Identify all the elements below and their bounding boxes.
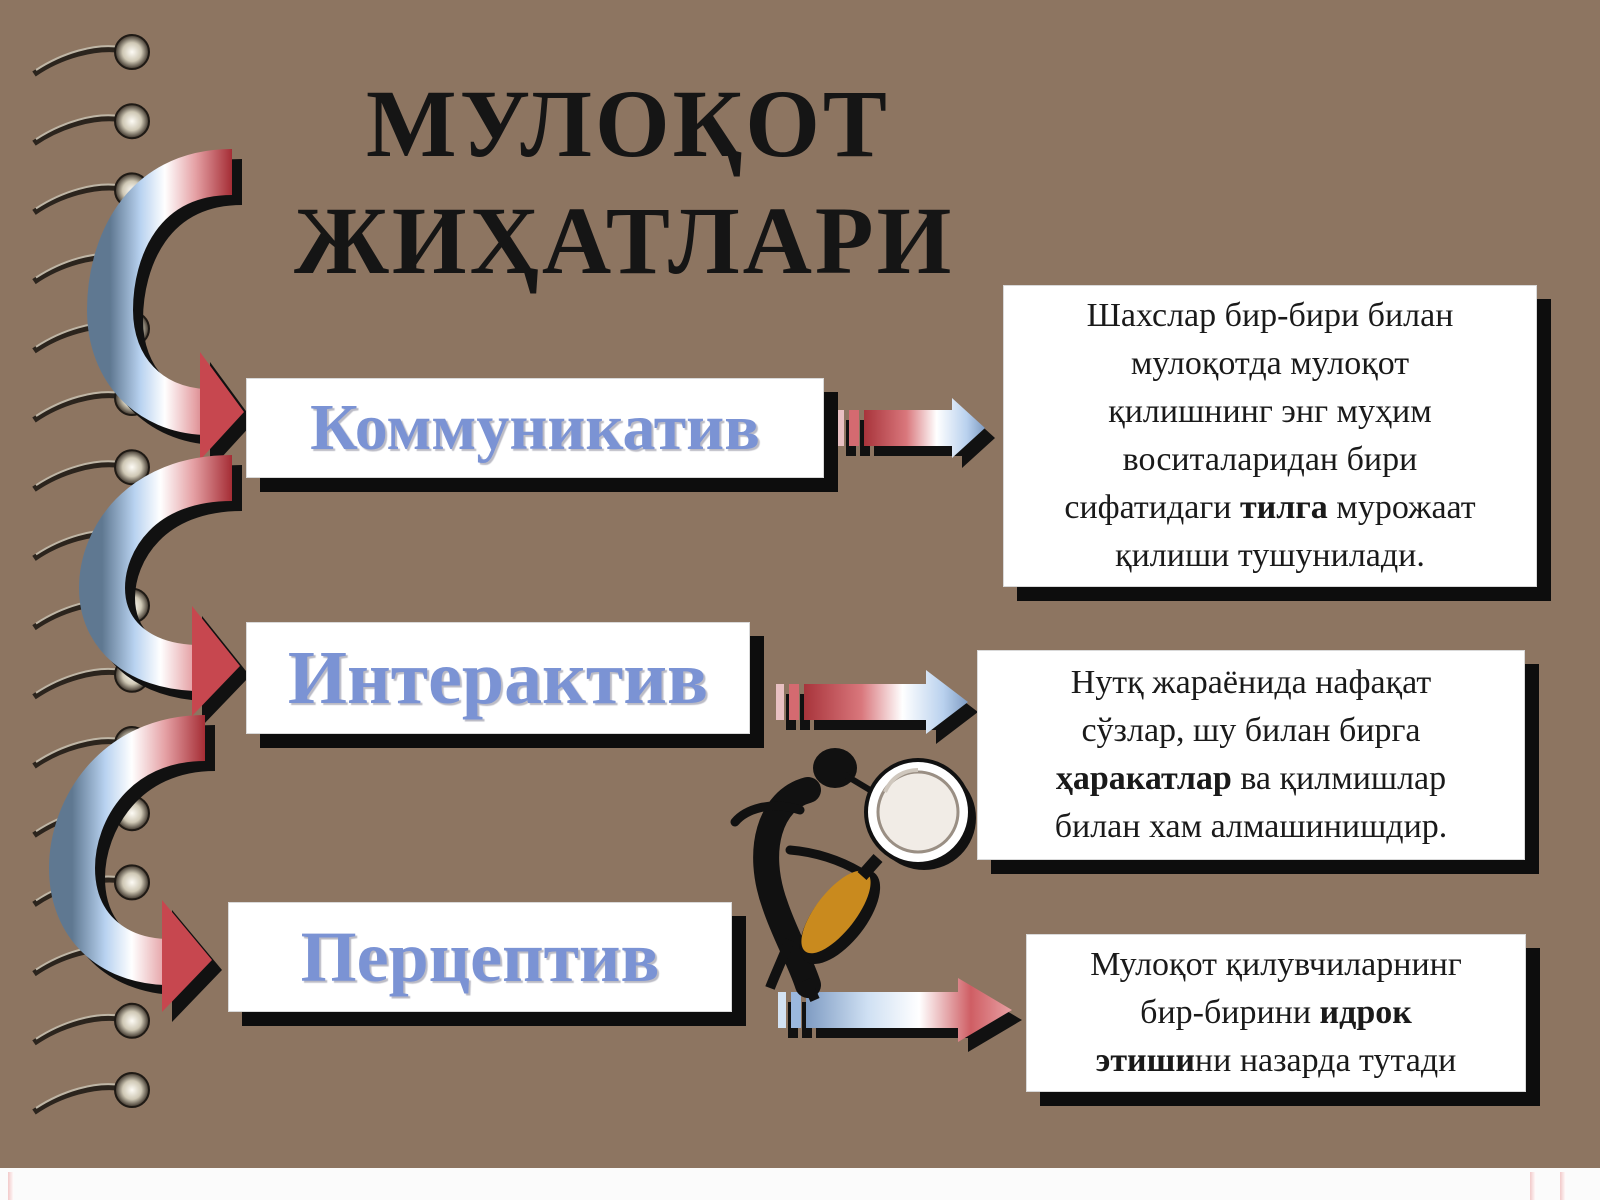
- binding-wire-highlight: [35, 1014, 121, 1040]
- binding-wire: [32, 669, 123, 700]
- slide: МУЛОҚОТ ЖИҲАТЛАРИ Коммуникатив Интеракти…: [0, 0, 1600, 1168]
- description-text: сифатидаги: [1064, 489, 1240, 526]
- slide-decorations: [32, 34, 1022, 1115]
- description-box-interactive: Нутқ жараёнида нафақат сўзлар, шу билан …: [977, 650, 1525, 860]
- binding-wire: [32, 1015, 123, 1046]
- description-text: бир-бирини: [1140, 994, 1320, 1031]
- binding-wire: [32, 184, 123, 215]
- binding-ring: [114, 1002, 150, 1039]
- description-line: Нутқ жараёнида нафақат: [1070, 664, 1432, 701]
- slide-title-line-1: МУЛОҚОТ: [366, 70, 890, 177]
- description-line: Шахслар бир-бири билан: [1086, 297, 1454, 334]
- aspect-box-perceptive: Перцептив: [228, 902, 732, 1012]
- description-text: ва қилмишлар: [1231, 760, 1447, 797]
- binding-wire-highlight: [35, 1083, 121, 1109]
- description-line: ҳаракатлар ва қилмишлар: [1056, 755, 1446, 803]
- bottom-strip: [0, 1168, 1600, 1200]
- description-box-communicative: Шахслар бир-бири билан мулоқотда мулоқот…: [1003, 285, 1537, 587]
- strip-tick: [8, 1172, 14, 1200]
- description-line: сифатидаги тилга мурожаат: [1064, 484, 1475, 532]
- binding-wire-highlight: [35, 114, 121, 141]
- magnifying-glass-figure-icon: [730, 748, 976, 1003]
- slide-title-line-2: ЖИҲАТЛАРИ: [294, 187, 955, 294]
- aspect-label: Интерактив: [287, 635, 709, 720]
- binding-wire: [32, 392, 123, 423]
- aspect-label: Перцептив: [300, 916, 660, 997]
- description-line: билан хам алмашинишдир.: [1054, 808, 1448, 845]
- description-line: қилишнинг энг муҳим: [1108, 393, 1432, 430]
- description-line: этишини назарда тутади: [1096, 1037, 1457, 1085]
- binding-ring: [114, 449, 150, 486]
- binding-wire: [32, 46, 123, 77]
- binding-ring: [114, 1072, 150, 1108]
- description-text: мурожаат: [1327, 489, 1476, 526]
- binding-ring: [114, 864, 150, 901]
- description-box-perceptive: Мулоқот қилувчиларнинг бир-бирини идрок …: [1026, 934, 1526, 1092]
- strip-tick: [1560, 1172, 1566, 1200]
- description-line: Мулоқот қилувчиларнинг: [1090, 946, 1462, 983]
- description-text: ни назарда тутади: [1194, 1042, 1457, 1079]
- description-emphasis: идрок: [1319, 994, 1412, 1031]
- binding-ring: [114, 103, 150, 140]
- binding-wire-highlight: [35, 668, 121, 694]
- description-line: қилиши тушунилади.: [1115, 537, 1425, 574]
- description-emphasis: тилга: [1239, 489, 1328, 526]
- aspect-box-communicative: Коммуникатив: [246, 378, 824, 478]
- aspect-box-interactive: Интерактив: [246, 622, 750, 734]
- binding-ring: [114, 34, 150, 70]
- binding-wire: [32, 738, 123, 769]
- description-emphasis: ҳаракатлар: [1055, 760, 1232, 797]
- binding-wire-highlight: [35, 183, 121, 210]
- description-line: сўзлар, шу билан бирга: [1081, 712, 1421, 749]
- binding-wire-highlight: [35, 460, 121, 487]
- binding-wire-highlight: [35, 391, 121, 417]
- straight-arrow-icon: [776, 398, 1022, 1052]
- aspect-label: Коммуникатив: [310, 391, 760, 464]
- binding-wire: [32, 461, 123, 492]
- binding-wire-highlight: [35, 737, 121, 763]
- description-line: бир-бирини идрок: [1140, 989, 1412, 1037]
- binding-wire: [32, 115, 123, 146]
- description-line: мулоқотда мулоқот: [1130, 345, 1410, 382]
- description-line: воситаларидан бири: [1122, 441, 1418, 478]
- binding-wire-highlight: [35, 45, 121, 71]
- strip-tick: [1530, 1172, 1536, 1200]
- description-emphasis: этиши: [1095, 1042, 1195, 1079]
- binding-wire: [32, 1084, 123, 1115]
- curved-arrow-icon: [48, 149, 254, 1022]
